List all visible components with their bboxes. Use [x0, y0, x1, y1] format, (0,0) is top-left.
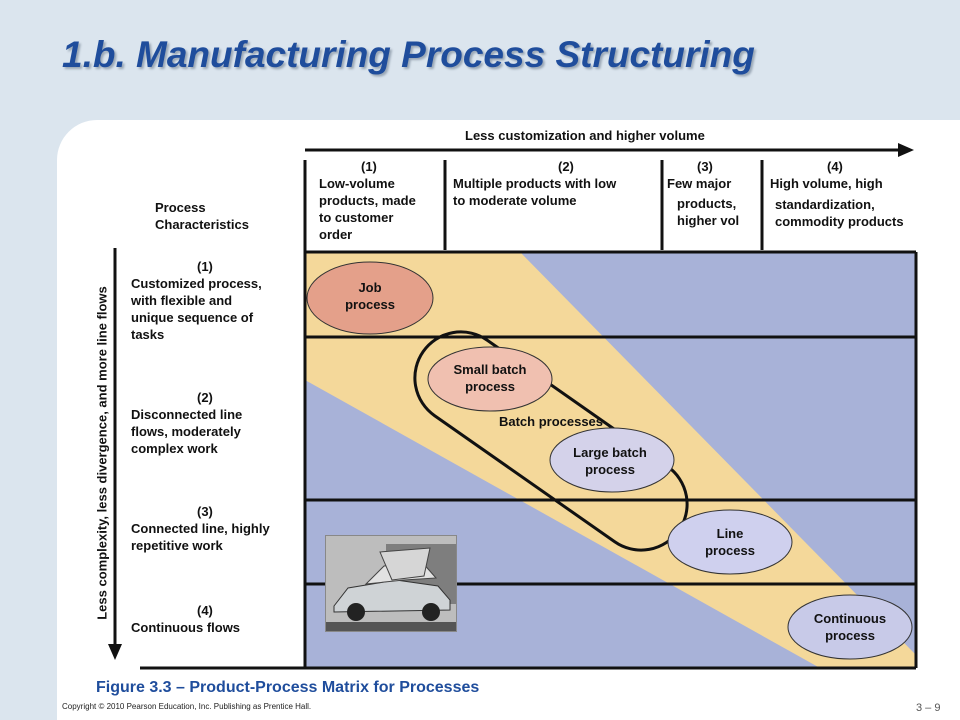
column-header-1: (1) Low-volume products, made to custome… [319, 158, 416, 243]
row-4-number: (4) [197, 603, 213, 618]
small-batch-process-oval [427, 346, 553, 412]
column-4-line-2: standardization, [775, 197, 875, 212]
line-process-oval [667, 509, 793, 575]
column-4-line-1: High volume, high [770, 176, 883, 191]
job-process-label-2: process [345, 297, 395, 312]
small-batch-label-1: Small batch [454, 362, 527, 377]
row-1-number: (1) [197, 259, 213, 274]
row-1-line-1: Customized process, [131, 276, 262, 291]
top-axis-arrowhead [898, 143, 914, 157]
column-3-number: (3) [697, 159, 713, 174]
column-3-line-1: Few major [667, 176, 732, 191]
row-4-line-1: Continuous flows [131, 620, 241, 635]
job-process-oval [306, 261, 434, 335]
corner-label-line-1: Process [155, 200, 206, 215]
large-batch-label-1: Large batch [573, 445, 647, 460]
top-axis-label: Less customization and higher volume [465, 128, 705, 143]
column-2-line-1: Multiple products with low [453, 176, 617, 191]
column-4-number: (4) [827, 159, 843, 174]
column-1-number: (1) [361, 159, 377, 174]
column-header-3: (3) Few major products, higher vol [667, 158, 739, 229]
line-process-label-1: Line [717, 526, 744, 541]
small-batch-label-2: process [465, 379, 515, 394]
page-title: 1.b. Manufacturing Process Structuring [62, 34, 755, 75]
column-1-line-3: to customer [319, 210, 394, 225]
large-batch-process-oval [549, 427, 675, 493]
row-1-line-4: tasks [131, 327, 165, 342]
copyright-notice: Copyright © 2010 Pearson Education, Inc.… [62, 702, 312, 711]
row-3-line-2: repetitive work [131, 538, 223, 553]
batch-processes-label: Batch processes [499, 414, 603, 429]
row-header-4: (4) Continuous flows [131, 602, 240, 636]
row-header-1: (1) Customized process, with flexible an… [131, 258, 262, 343]
column-3-line-3: higher vol [677, 213, 740, 228]
row-2-line-1: Disconnected line [131, 407, 243, 422]
line-process-label-2: process [705, 543, 755, 558]
side-axis-label: Less complexity, less divergence, and mo… [94, 286, 110, 620]
process-characteristics-label: Process Characteristics [155, 199, 249, 233]
row-header-3: (3) Connected line, highly repetitive wo… [131, 503, 270, 554]
column-header-4: (4) High volume, high standardization, c… [770, 158, 904, 230]
car-icon [326, 536, 456, 631]
column-2-line-2: to moderate volume [453, 193, 577, 208]
column-4-line-3: commodity products [775, 214, 904, 229]
page-number: 3 – 9 [916, 702, 941, 714]
side-axis-arrowhead [108, 644, 122, 660]
column-2-number: (2) [558, 159, 574, 174]
row-2-number: (2) [197, 390, 213, 405]
large-batch-label-2: process [585, 462, 635, 477]
row-1-line-2: with flexible and [131, 293, 233, 308]
continuous-process-label-2: process [825, 628, 875, 643]
column-header-2: (2) Multiple products with low to modera… [453, 158, 616, 209]
continuous-process-label-1: Continuous [814, 611, 886, 626]
column-1-line-4: order [319, 227, 353, 242]
row-2-line-3: complex work [131, 441, 218, 456]
row-3-line-1: Connected line, highly [131, 521, 270, 536]
row-1-line-3: unique sequence of [131, 310, 254, 325]
side-axis-label-box: Less complexity, less divergence, and mo… [92, 248, 112, 658]
continuous-process-oval [787, 594, 913, 660]
column-3-line-2: products, [677, 196, 737, 211]
row-2-line-2: flows, moderately [131, 424, 241, 439]
column-1-line-1: Low-volume [319, 176, 395, 191]
job-process-label-1: Job [358, 280, 381, 295]
corner-label-line-2: Characteristics [155, 217, 249, 232]
delorean-car-photo [325, 535, 457, 632]
row-header-2: (2) Disconnected line flows, moderately … [131, 389, 242, 457]
row-3-number: (3) [197, 504, 213, 519]
figure-caption: Figure 3.3 – Product-Process Matrix for … [96, 679, 480, 696]
column-1-line-2: products, made [319, 193, 416, 208]
